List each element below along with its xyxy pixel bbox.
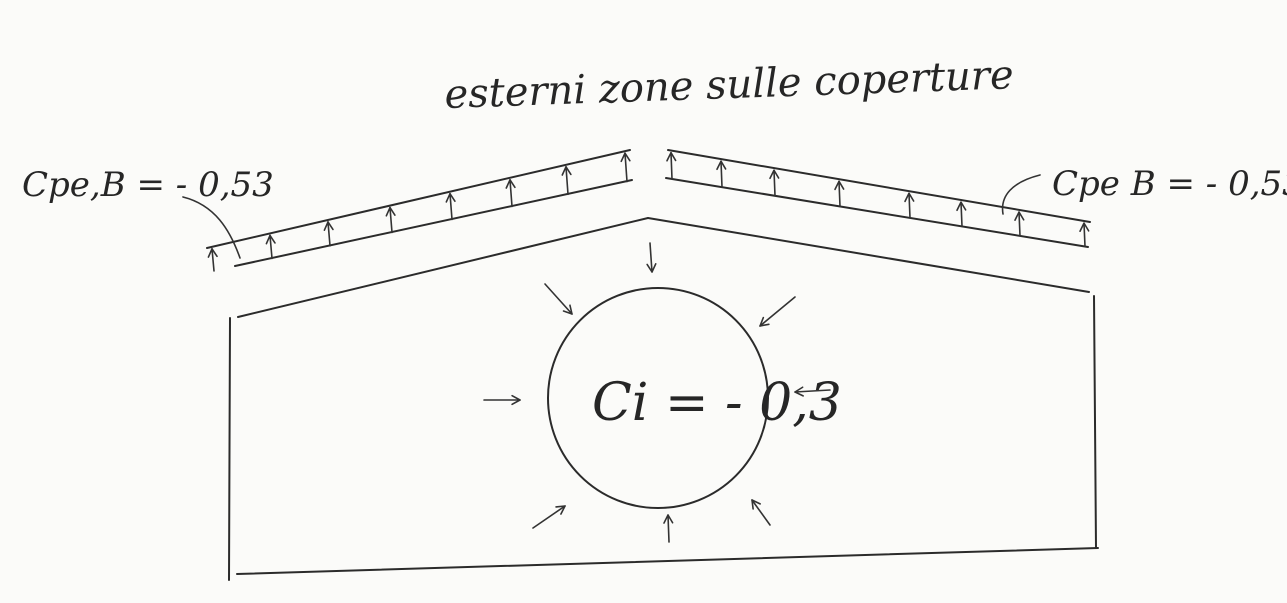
- internal-pressure-coefficient: Ci = - 0,3: [592, 373, 842, 433]
- up-arrow: [207, 248, 218, 272]
- building-outline: [228, 217, 1099, 581]
- right-arrow: [483, 394, 521, 406]
- left-roof-line: [237, 217, 649, 318]
- up-left-arrow: [751, 499, 771, 526]
- floor-line: [236, 547, 1099, 575]
- up-arrow: [505, 179, 516, 208]
- down-left-arrow: [759, 296, 796, 327]
- right-band-bottom-line: [665, 177, 1089, 248]
- up-arrow: [956, 201, 967, 228]
- left-band-bottom-line: [234, 179, 633, 267]
- left-arrow: [794, 386, 831, 397]
- right-label-leader-line: [1001, 174, 1041, 215]
- up-arrow: [445, 192, 456, 221]
- right-roof-line: [647, 217, 1090, 293]
- left-roof-coefficient-label: Cpe,B = - 0,53: [22, 165, 274, 205]
- up-right-arrow: [532, 505, 566, 529]
- up-arrow: [620, 152, 631, 183]
- up-arrow: [1079, 222, 1090, 248]
- down-right-arrow: [544, 283, 573, 315]
- down-arrow: [646, 242, 657, 273]
- up-arrow: [265, 234, 276, 260]
- up-arrow: [904, 192, 915, 219]
- up-arrow: [834, 180, 845, 208]
- diagram-title: esterni zone sulle coperture: [444, 52, 1015, 118]
- up-arrow: [561, 166, 572, 196]
- up-arrow: [716, 160, 727, 188]
- right-roof-pressure-band: [665, 149, 1091, 248]
- up-arrow: [769, 169, 780, 197]
- left-roof-suction-arrows: [207, 152, 631, 272]
- right-band-top-line: [667, 149, 1091, 223]
- left-wall: [228, 317, 231, 581]
- left-roof-pressure-band: [206, 149, 633, 272]
- up-arrow: [1014, 211, 1025, 237]
- up-arrow: [666, 151, 677, 180]
- right-wall: [1093, 295, 1097, 549]
- left-label-leader-line: [182, 196, 241, 259]
- up-arrow: [385, 206, 396, 234]
- internal-pressure-arrows: [483, 242, 831, 543]
- internal-pressure-circle: [547, 287, 769, 509]
- right-roof-suction-arrows: [666, 151, 1090, 248]
- left-band-top-line: [206, 149, 631, 249]
- up-arrow: [323, 221, 334, 247]
- right-roof-coefficient-label: Cpe B = - 0,53: [1052, 164, 1287, 204]
- up-arrow: [663, 514, 674, 543]
